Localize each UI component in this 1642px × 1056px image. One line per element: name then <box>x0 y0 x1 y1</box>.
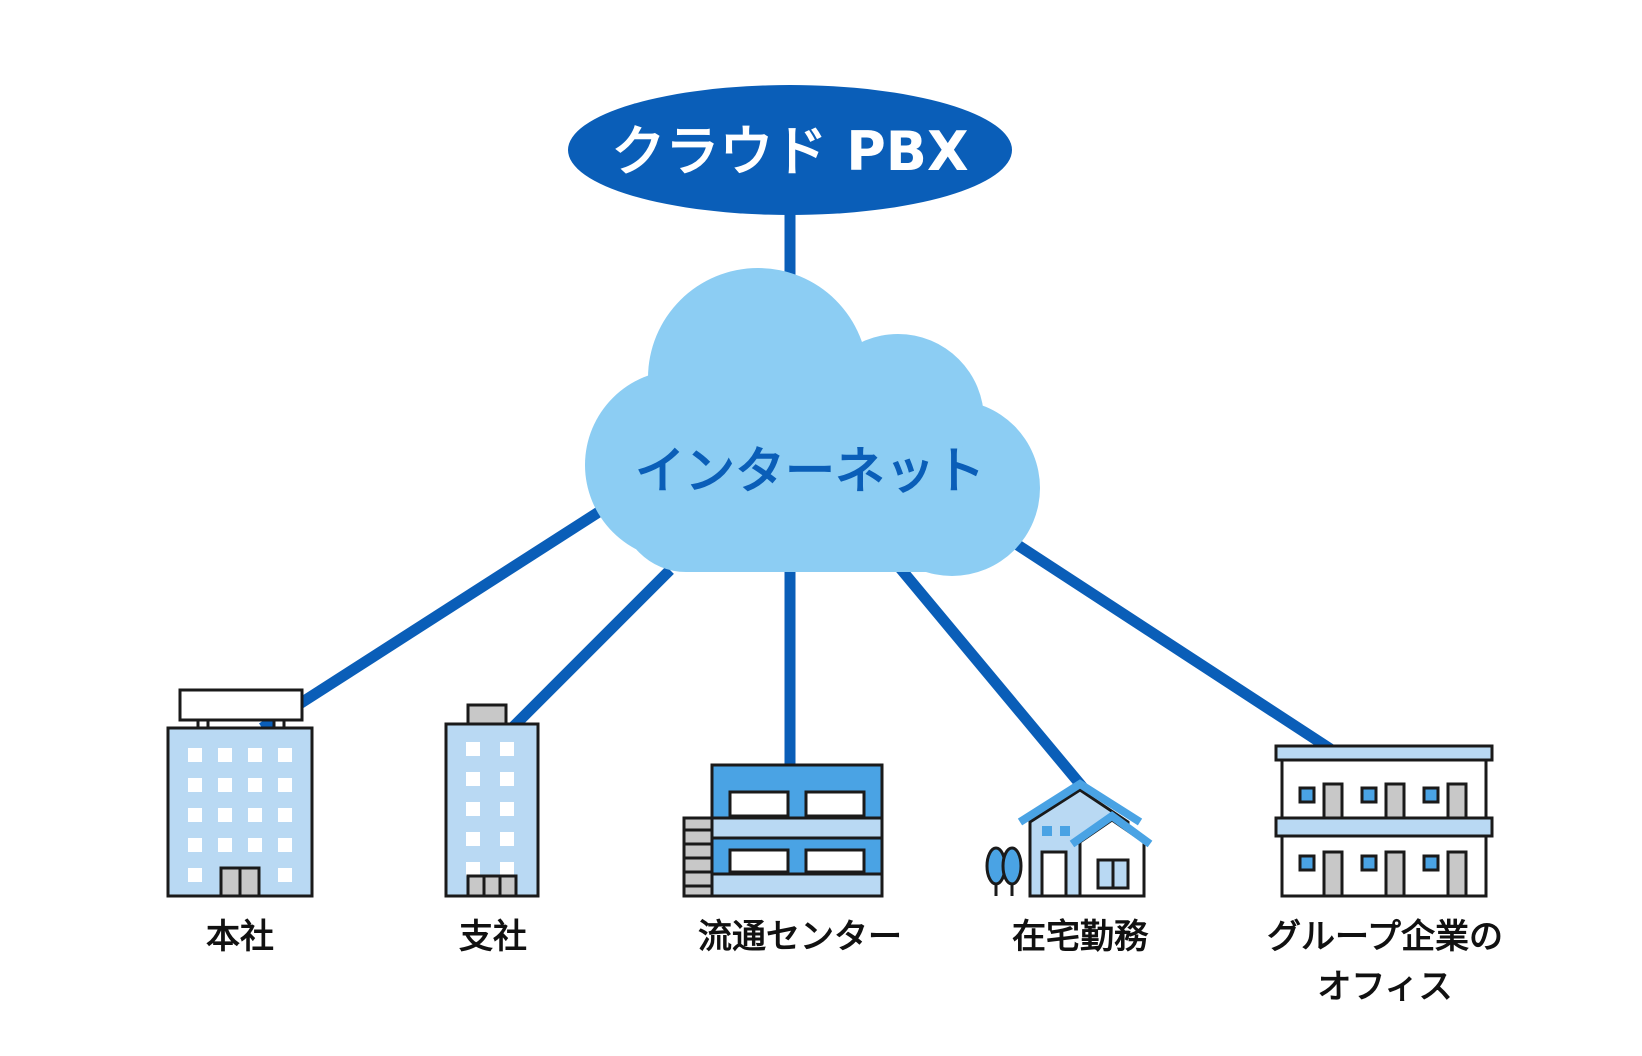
group-door <box>1384 782 1406 820</box>
group-window <box>1422 786 1440 804</box>
dc-window-3 <box>728 848 790 874</box>
site-label-shisha: 支社 <box>459 917 527 957</box>
hq-window <box>218 748 232 762</box>
house-window-1 <box>1042 826 1052 836</box>
group-window <box>1360 786 1378 804</box>
site-label-ryutsu: 流通センター <box>698 917 902 957</box>
tree-2 <box>1001 846 1023 886</box>
group-floor-slab <box>1274 816 1494 838</box>
group-door <box>1446 782 1468 820</box>
hq-window <box>278 868 292 882</box>
group-window <box>1360 854 1378 872</box>
hq-window <box>248 838 262 852</box>
group-window <box>1298 854 1316 872</box>
group-window <box>1422 854 1440 872</box>
site-label-group: グループ企業の オフィス <box>1267 917 1503 1007</box>
hq-window <box>188 778 202 792</box>
dc-floor-band-1 <box>710 816 884 840</box>
hq-window <box>248 748 262 762</box>
hq-window <box>248 808 262 822</box>
hq-roof-sign <box>178 688 304 722</box>
house-trees <box>985 846 1023 896</box>
hq-window <box>188 868 202 882</box>
branch-body <box>444 722 540 898</box>
branch-window <box>500 862 514 876</box>
pbx-ellipse <box>568 85 1012 215</box>
branch-roof-box <box>466 703 508 727</box>
branch-window <box>466 742 480 756</box>
branch-window <box>466 862 480 876</box>
hq-window <box>278 778 292 792</box>
hq-window <box>218 808 232 822</box>
headquarters-building-icon <box>166 688 314 898</box>
site-label-zaitaku: 在宅勤務 <box>1012 917 1148 957</box>
line-to-zaitaku <box>895 564 1090 794</box>
connections <box>259 200 1339 794</box>
group-roof-slab <box>1274 744 1494 762</box>
house-door <box>1040 850 1068 898</box>
hq-window <box>188 748 202 762</box>
hq-window <box>218 778 232 792</box>
house-window-2 <box>1060 826 1070 836</box>
line-to-honsha <box>259 503 608 733</box>
group-door <box>1322 782 1344 820</box>
hq-window <box>278 808 292 822</box>
group-door <box>1384 850 1406 898</box>
internet-cloud-node: インターネット <box>585 268 1040 576</box>
line-to-shisha <box>501 566 674 739</box>
line-to-group <box>1006 535 1339 757</box>
site-label-honsha: 本社 <box>206 917 274 957</box>
branch-window <box>500 832 514 846</box>
branch-window <box>466 802 480 816</box>
dc-window-1 <box>728 790 790 818</box>
group-door <box>1446 850 1468 898</box>
distribution-center-building-icon <box>682 763 884 898</box>
hq-window <box>218 838 232 852</box>
pbx-label: クラウド PBX <box>611 120 968 183</box>
branch-window <box>500 772 514 786</box>
branch-window <box>500 802 514 816</box>
branch-office-building-icon <box>444 703 540 898</box>
hq-windows <box>188 748 292 882</box>
branch-door <box>466 874 518 898</box>
dc-window-4 <box>804 848 866 874</box>
dc-floor-band-2 <box>710 872 884 898</box>
group-door <box>1322 850 1344 898</box>
branch-windows <box>466 742 514 876</box>
group-window <box>1298 786 1316 804</box>
branch-window <box>466 832 480 846</box>
home-house-icon <box>985 779 1153 898</box>
hq-window <box>278 838 292 852</box>
house-annex-roof <box>1069 811 1153 848</box>
hq-window <box>248 778 262 792</box>
dc-window-2 <box>804 790 866 818</box>
hq-window <box>188 838 202 852</box>
dc-stair-steps <box>684 828 714 888</box>
branch-window <box>500 742 514 756</box>
group-company-office-icon <box>1274 744 1494 898</box>
branch-window <box>466 772 480 786</box>
hq-window <box>278 748 292 762</box>
cloud-pbx-node: クラウド PBX <box>568 85 1012 215</box>
group-units <box>1298 782 1468 898</box>
hq-window <box>188 808 202 822</box>
internet-label: インターネット <box>635 442 985 500</box>
cloud-base <box>620 440 1000 572</box>
house-main-roof <box>1017 779 1143 826</box>
